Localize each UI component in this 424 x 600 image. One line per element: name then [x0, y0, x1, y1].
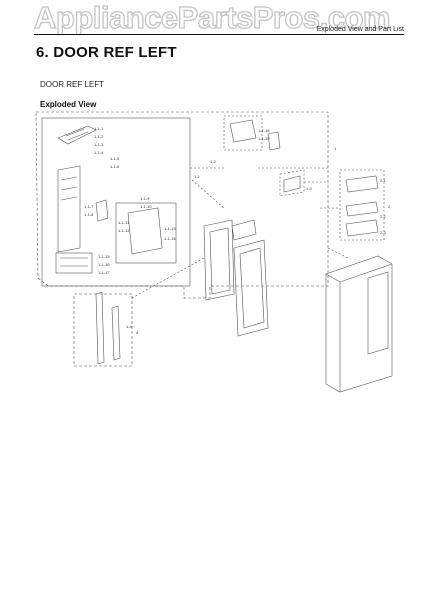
- callout-1-1-9: 1-1-9: [140, 196, 150, 201]
- exploded-view-diagram: 1 2 4 1-1 1-2 1-3 1-4 2-1 2-2 2-3 1-1-1 …: [35, 111, 393, 393]
- callout-1-1-7: 1-1-7: [84, 204, 94, 209]
- group-boundary: [35, 111, 329, 299]
- bottom-tray: [55, 252, 93, 274]
- callout-2-1: 2-1: [380, 178, 387, 183]
- door-panel: [57, 165, 81, 253]
- hinge-kit-box: [339, 169, 385, 241]
- callout-1-1-1: 1-1-1: [94, 126, 104, 131]
- callout-1-1-14: 1-1-14: [164, 236, 176, 241]
- door-liner: [203, 219, 235, 301]
- refrigerator-cabinet: [325, 255, 393, 393]
- callout-1-3: 1-3: [306, 186, 313, 191]
- callout-2-3: 2-3: [380, 230, 387, 235]
- watermark-text: AppliancePartsPros.com: [34, 0, 390, 35]
- callout-1-1-3: 1-1-3: [94, 142, 104, 147]
- callout-1-1-17: 1-1-17: [98, 270, 110, 275]
- callout-1-1-2: 1-1-2: [94, 134, 104, 139]
- top-bracket: [57, 125, 97, 145]
- header-rule: [34, 34, 404, 35]
- lower-hinge-group: [73, 293, 133, 367]
- callout-1-1-18: 1-1-18: [258, 128, 270, 133]
- callout-1-1-10: 1-1-10: [140, 204, 152, 209]
- dispenser-subframe: [115, 202, 177, 264]
- page-subtitle: DOOR REF LEFT: [40, 80, 105, 89]
- door-subassembly-frame: [41, 117, 191, 287]
- callout-1-4: 1-4: [126, 324, 133, 329]
- callout-1-1-11: 1-1-11: [118, 220, 130, 225]
- callout-1-1-12: 1-1-12: [118, 228, 130, 233]
- callout-2-2: 2-2: [380, 214, 387, 219]
- callout-1-1-4: 1-1-4: [94, 150, 104, 155]
- callout-1: 1: [334, 146, 337, 151]
- top-hinge-box: [223, 115, 263, 151]
- callout-1-1-6: 1-1-6: [110, 164, 120, 169]
- watermark: AppliancePartsPros.com: [33, 0, 391, 36]
- callout-2: 2: [388, 204, 391, 209]
- section-heading: Exploded View: [40, 100, 97, 109]
- callout-1-1-13: 1-1-13: [164, 226, 176, 231]
- callout-1-1-5: 1-1-5: [110, 156, 120, 161]
- page-title: 6. DOOR REF LEFT: [36, 44, 177, 61]
- callout-1-1-16: 1-1-16: [98, 262, 110, 267]
- callout-1-2: 1-2: [210, 159, 217, 164]
- callout-1-1-15: 1-1-15: [98, 254, 110, 259]
- callout-1-1: 1-1: [194, 174, 201, 179]
- callout-1-1-8: 1-1-8: [84, 212, 94, 217]
- door-gasket: [233, 239, 269, 337]
- callout-1-1-19: 1-1-19: [258, 136, 270, 141]
- callout-4: 4: [136, 330, 139, 335]
- header-section-label: Exploded View and Part List: [316, 26, 404, 33]
